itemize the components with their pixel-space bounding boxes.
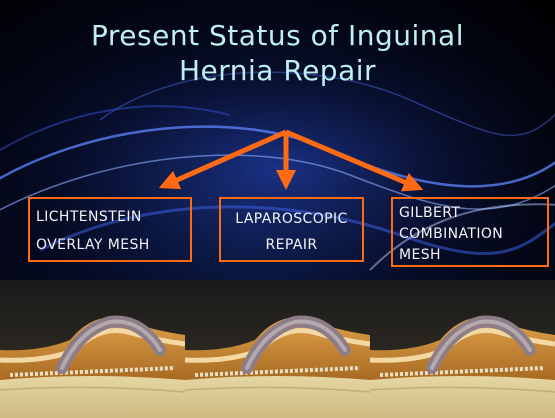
option-lichtenstein: LICHTENSTEIN OVERLAY MESH: [28, 197, 192, 262]
option-gilbert-line-2: COMBINATION: [399, 224, 547, 245]
arrow-right: [286, 132, 414, 186]
hernia-repair-illustrations: [0, 280, 555, 418]
option-gilbert: GILBERT COMBINATION MESH: [391, 197, 549, 267]
option-laparoscopic: LAPAROSCOPIC REPAIR: [219, 197, 364, 262]
arrow-left: [168, 132, 286, 184]
illustration-laparoscopic: [185, 280, 370, 418]
illustration-gilbert: [370, 280, 555, 418]
illustration-lichtenstein: [0, 280, 185, 418]
option-gilbert-line-1: GILBERT: [399, 203, 547, 224]
option-gilbert-line-3: MESH: [399, 245, 547, 266]
option-lichtenstein-line-1: LICHTENSTEIN: [36, 203, 190, 231]
option-laparoscopic-line-1: LAPAROSCOPIC: [221, 206, 362, 232]
option-laparoscopic-line-2: REPAIR: [221, 232, 362, 258]
option-lichtenstein-line-2: OVERLAY MESH: [36, 231, 190, 259]
